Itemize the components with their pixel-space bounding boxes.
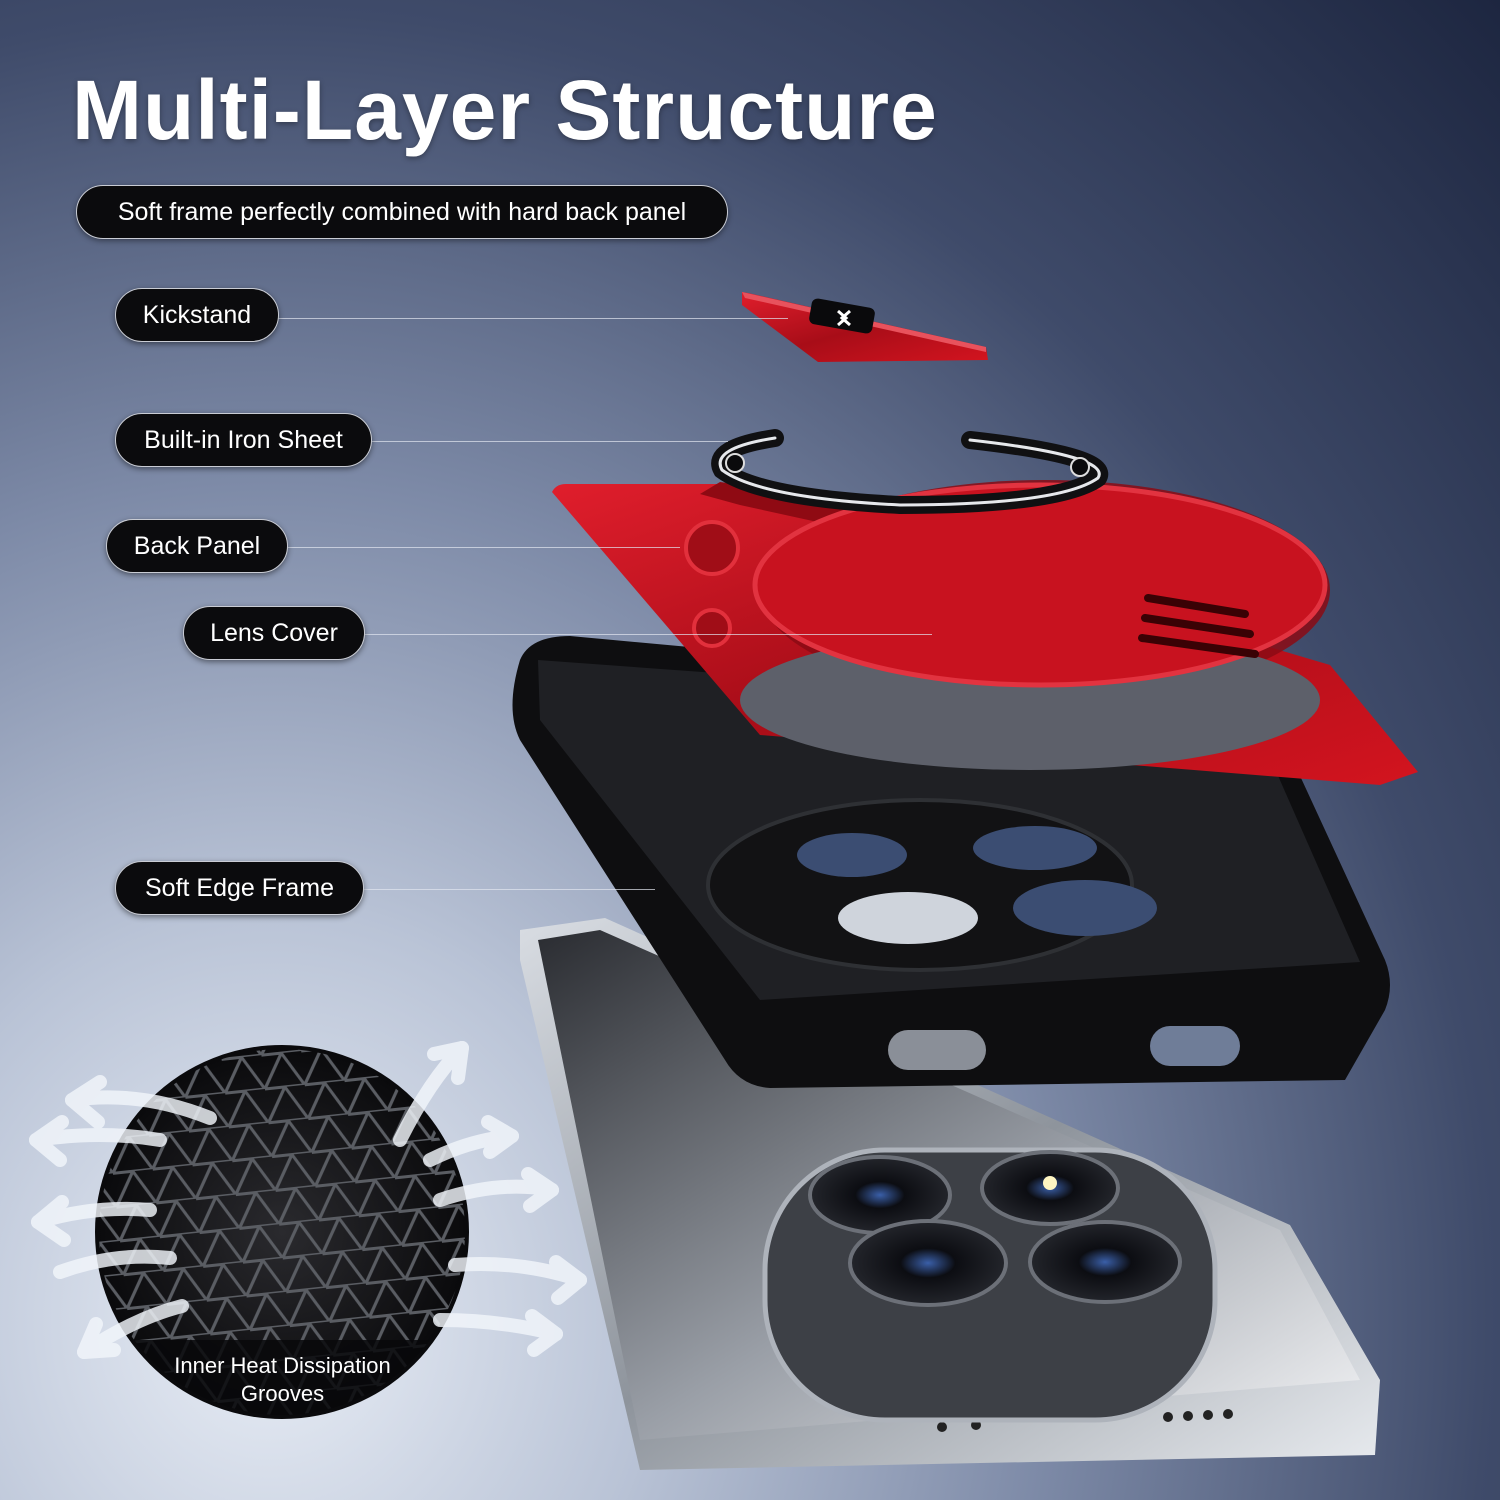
button-cutout	[888, 1030, 986, 1070]
phone-camera-module	[762, 1147, 1218, 1423]
inset-caption: Inner Heat Dissipation Grooves	[150, 1352, 415, 1408]
speaker-dot	[937, 1422, 947, 1432]
lens-cover-knob	[692, 608, 732, 648]
label-lens-cover: Lens Cover	[183, 606, 365, 660]
speaker-dot	[1183, 1411, 1193, 1421]
iron-sheet-ring	[711, 429, 1109, 515]
speaker-dot	[1223, 1409, 1233, 1419]
button-cutout	[1150, 1026, 1240, 1066]
leader-line-lens-cover	[362, 634, 932, 635]
label-kickstand: Kickstand	[115, 288, 279, 342]
speaker-dot	[1203, 1410, 1213, 1420]
kickstand	[742, 292, 988, 362]
speaker-dot	[1163, 1412, 1173, 1422]
subtitle-pill: Soft frame perfectly combined with hard …	[76, 185, 728, 239]
page-title: Multi-Layer Structure	[72, 63, 938, 157]
inset-caption-line1: Inner Heat Dissipation	[174, 1353, 391, 1378]
lens-cover	[752, 482, 1328, 688]
leader-line-soft-edge-frame	[361, 889, 655, 890]
label-back-panel: Back Panel	[106, 519, 288, 573]
leader-line-kickstand	[276, 318, 788, 319]
inset-caption-line2: Grooves	[240, 1381, 325, 1406]
label-iron-sheet: Built-in Iron Sheet	[115, 413, 372, 467]
leader-line-iron-sheet	[368, 441, 728, 442]
leader-line-back-panel	[284, 547, 680, 548]
lens-cover-knob	[684, 520, 740, 576]
airflow-arrows	[29, 1041, 587, 1359]
label-soft-edge-frame: Soft Edge Frame	[115, 861, 364, 915]
